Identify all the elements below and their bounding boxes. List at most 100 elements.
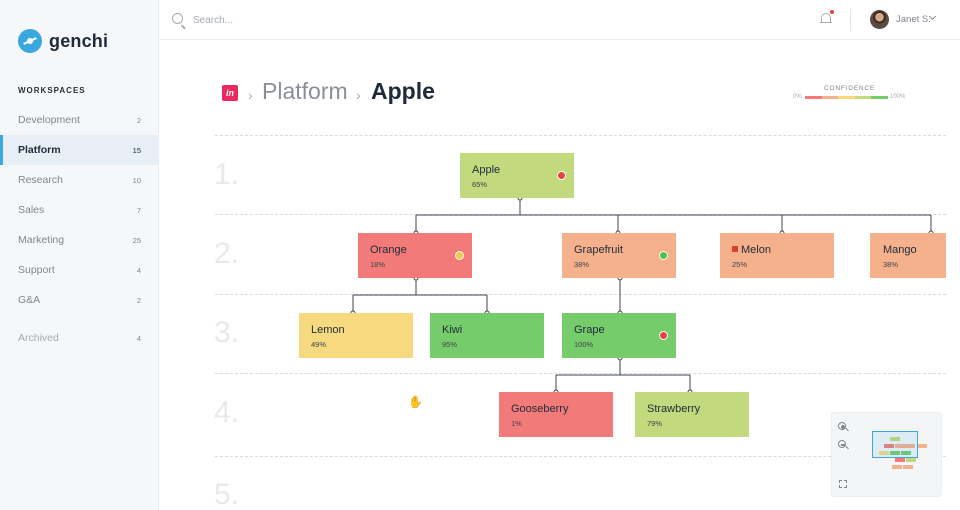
level-number: 1. bbox=[214, 158, 240, 191]
confidence-scale bbox=[805, 96, 888, 99]
breadcrumb-workspace[interactable]: Platform bbox=[262, 78, 348, 104]
sidebar-item-count: 4 bbox=[136, 265, 141, 275]
level-number: 5. bbox=[214, 478, 240, 510]
topbar-divider bbox=[850, 10, 851, 30]
sidebar-item-label: Research bbox=[18, 174, 63, 186]
node-name: Strawberry bbox=[647, 403, 701, 415]
level-divider bbox=[215, 456, 946, 457]
level-number: 2. bbox=[214, 237, 240, 270]
sidebar-item-count: 10 bbox=[132, 175, 141, 185]
sidebar: genchi WORKSPACES Development 2 Platform… bbox=[0, 0, 159, 510]
node-confidence: 65% bbox=[472, 180, 488, 189]
sidebar-item-label: Marketing bbox=[18, 234, 65, 246]
sidebar-item-research[interactable]: Research 10 bbox=[0, 165, 159, 195]
sidebar-item-count: 7 bbox=[136, 205, 141, 215]
minimap-node bbox=[906, 458, 916, 462]
search-input[interactable] bbox=[193, 12, 393, 28]
node-name: Kiwi bbox=[442, 324, 463, 336]
sidebar-item-label: Support bbox=[18, 264, 55, 276]
minimap-viewport[interactable] bbox=[872, 431, 918, 458]
level-divider bbox=[215, 135, 946, 136]
sidebar-item-count: 2 bbox=[136, 115, 141, 125]
sidebar-item-label: Development bbox=[18, 114, 80, 126]
node-grapefruit[interactable]: Grapefruit 38% bbox=[562, 233, 676, 278]
confidence-max-label: 100% bbox=[890, 94, 906, 100]
app-name: genchi bbox=[49, 30, 109, 51]
top-bar: Janet S. bbox=[160, 0, 960, 40]
node-name: Gooseberry bbox=[511, 403, 569, 415]
user-name[interactable]: Janet S. bbox=[896, 14, 931, 25]
node-gooseberry[interactable]: Gooseberry 1% bbox=[499, 392, 613, 437]
grab-cursor-icon: ✋ bbox=[408, 395, 423, 409]
minimap-node bbox=[884, 444, 894, 448]
sidebar-item-platform[interactable]: Platform 15 bbox=[0, 135, 159, 165]
zoom-in-icon[interactable] bbox=[838, 422, 849, 432]
sidebar-item-archived[interactable]: Archived 4 bbox=[0, 323, 159, 353]
minimap-node bbox=[905, 444, 915, 448]
status-dot bbox=[557, 171, 566, 180]
node-confidence: 100% bbox=[574, 340, 594, 349]
sidebar-item-sales[interactable]: Sales 7 bbox=[0, 195, 159, 225]
sidebar-item-count: 15 bbox=[132, 145, 141, 155]
node-strawberry[interactable]: Strawberry 79% bbox=[635, 392, 749, 437]
level-number: 3. bbox=[214, 316, 240, 349]
confidence-min-label: 0% bbox=[793, 94, 802, 100]
sidebar-item-count: 25 bbox=[132, 235, 141, 245]
confidence-title: CONFIDENCE bbox=[824, 85, 875, 92]
node-name: Mango bbox=[883, 244, 917, 256]
minimap-node bbox=[892, 465, 902, 469]
node-confidence: 49% bbox=[311, 340, 327, 349]
node-grape[interactable]: Grape 100% bbox=[562, 313, 676, 358]
sidebar-item-marketing[interactable]: Marketing 25 bbox=[0, 225, 159, 255]
node-confidence: 38% bbox=[883, 260, 899, 269]
confidence-swatch bbox=[821, 96, 839, 99]
node-apple[interactable]: Apple 65% bbox=[460, 153, 574, 198]
fit-screen-icon[interactable] bbox=[838, 479, 848, 489]
flag-icon bbox=[732, 246, 738, 252]
node-name: Melon bbox=[741, 244, 771, 256]
genchi-logo-icon bbox=[18, 29, 42, 53]
level-divider bbox=[215, 373, 946, 374]
avatar[interactable] bbox=[870, 10, 889, 29]
minimap-node bbox=[895, 444, 905, 448]
node-melon[interactable]: Melon 25% bbox=[720, 233, 834, 278]
app-logo[interactable]: genchi bbox=[18, 29, 108, 53]
status-dot bbox=[659, 251, 668, 260]
bell-icon[interactable] bbox=[820, 12, 832, 25]
minimap-node bbox=[890, 437, 900, 441]
node-confidence: 95% bbox=[442, 340, 458, 349]
sidebar-item-development[interactable]: Development 2 bbox=[0, 105, 159, 135]
sidebar-item-count: 4 bbox=[136, 333, 141, 343]
sidebar-item-label: Archived bbox=[18, 332, 59, 344]
node-confidence: 1% bbox=[511, 419, 522, 428]
zoom-out-icon[interactable] bbox=[838, 440, 849, 450]
node-lemon[interactable]: Lemon 49% bbox=[299, 313, 413, 358]
node-mango[interactable]: Mango 38% bbox=[870, 233, 946, 278]
node-name-row: Melon bbox=[732, 244, 834, 256]
confidence-swatch bbox=[838, 96, 855, 99]
node-name: Grape bbox=[574, 324, 605, 336]
invision-logo-icon[interactable]: in bbox=[222, 85, 238, 101]
minimap-node bbox=[895, 458, 905, 462]
node-name: Grapefruit bbox=[574, 244, 623, 256]
sidebar-item-count: 2 bbox=[136, 295, 141, 305]
sidebar-item-label: Platform bbox=[18, 144, 61, 156]
breadcrumb-separator: › bbox=[356, 87, 361, 103]
confidence-swatch bbox=[805, 96, 822, 99]
node-name: Orange bbox=[370, 244, 407, 256]
minimap[interactable] bbox=[831, 412, 942, 497]
sidebar-item-ga[interactable]: G&A 2 bbox=[0, 285, 159, 315]
page-title: Apple bbox=[371, 78, 435, 104]
node-confidence: 38% bbox=[574, 260, 590, 269]
sidebar-item-support[interactable]: Support 4 bbox=[0, 255, 159, 285]
node-confidence: 79% bbox=[647, 419, 663, 428]
node-orange[interactable]: Orange 18% bbox=[358, 233, 472, 278]
node-kiwi[interactable]: Kiwi 95% bbox=[430, 313, 544, 358]
notification-dot bbox=[830, 10, 834, 14]
node-name: Apple bbox=[472, 164, 501, 176]
search-icon bbox=[172, 13, 183, 24]
minimap-node bbox=[901, 451, 911, 455]
minimap-node bbox=[917, 444, 927, 448]
minimap-node bbox=[879, 451, 889, 455]
level-divider bbox=[215, 294, 946, 295]
